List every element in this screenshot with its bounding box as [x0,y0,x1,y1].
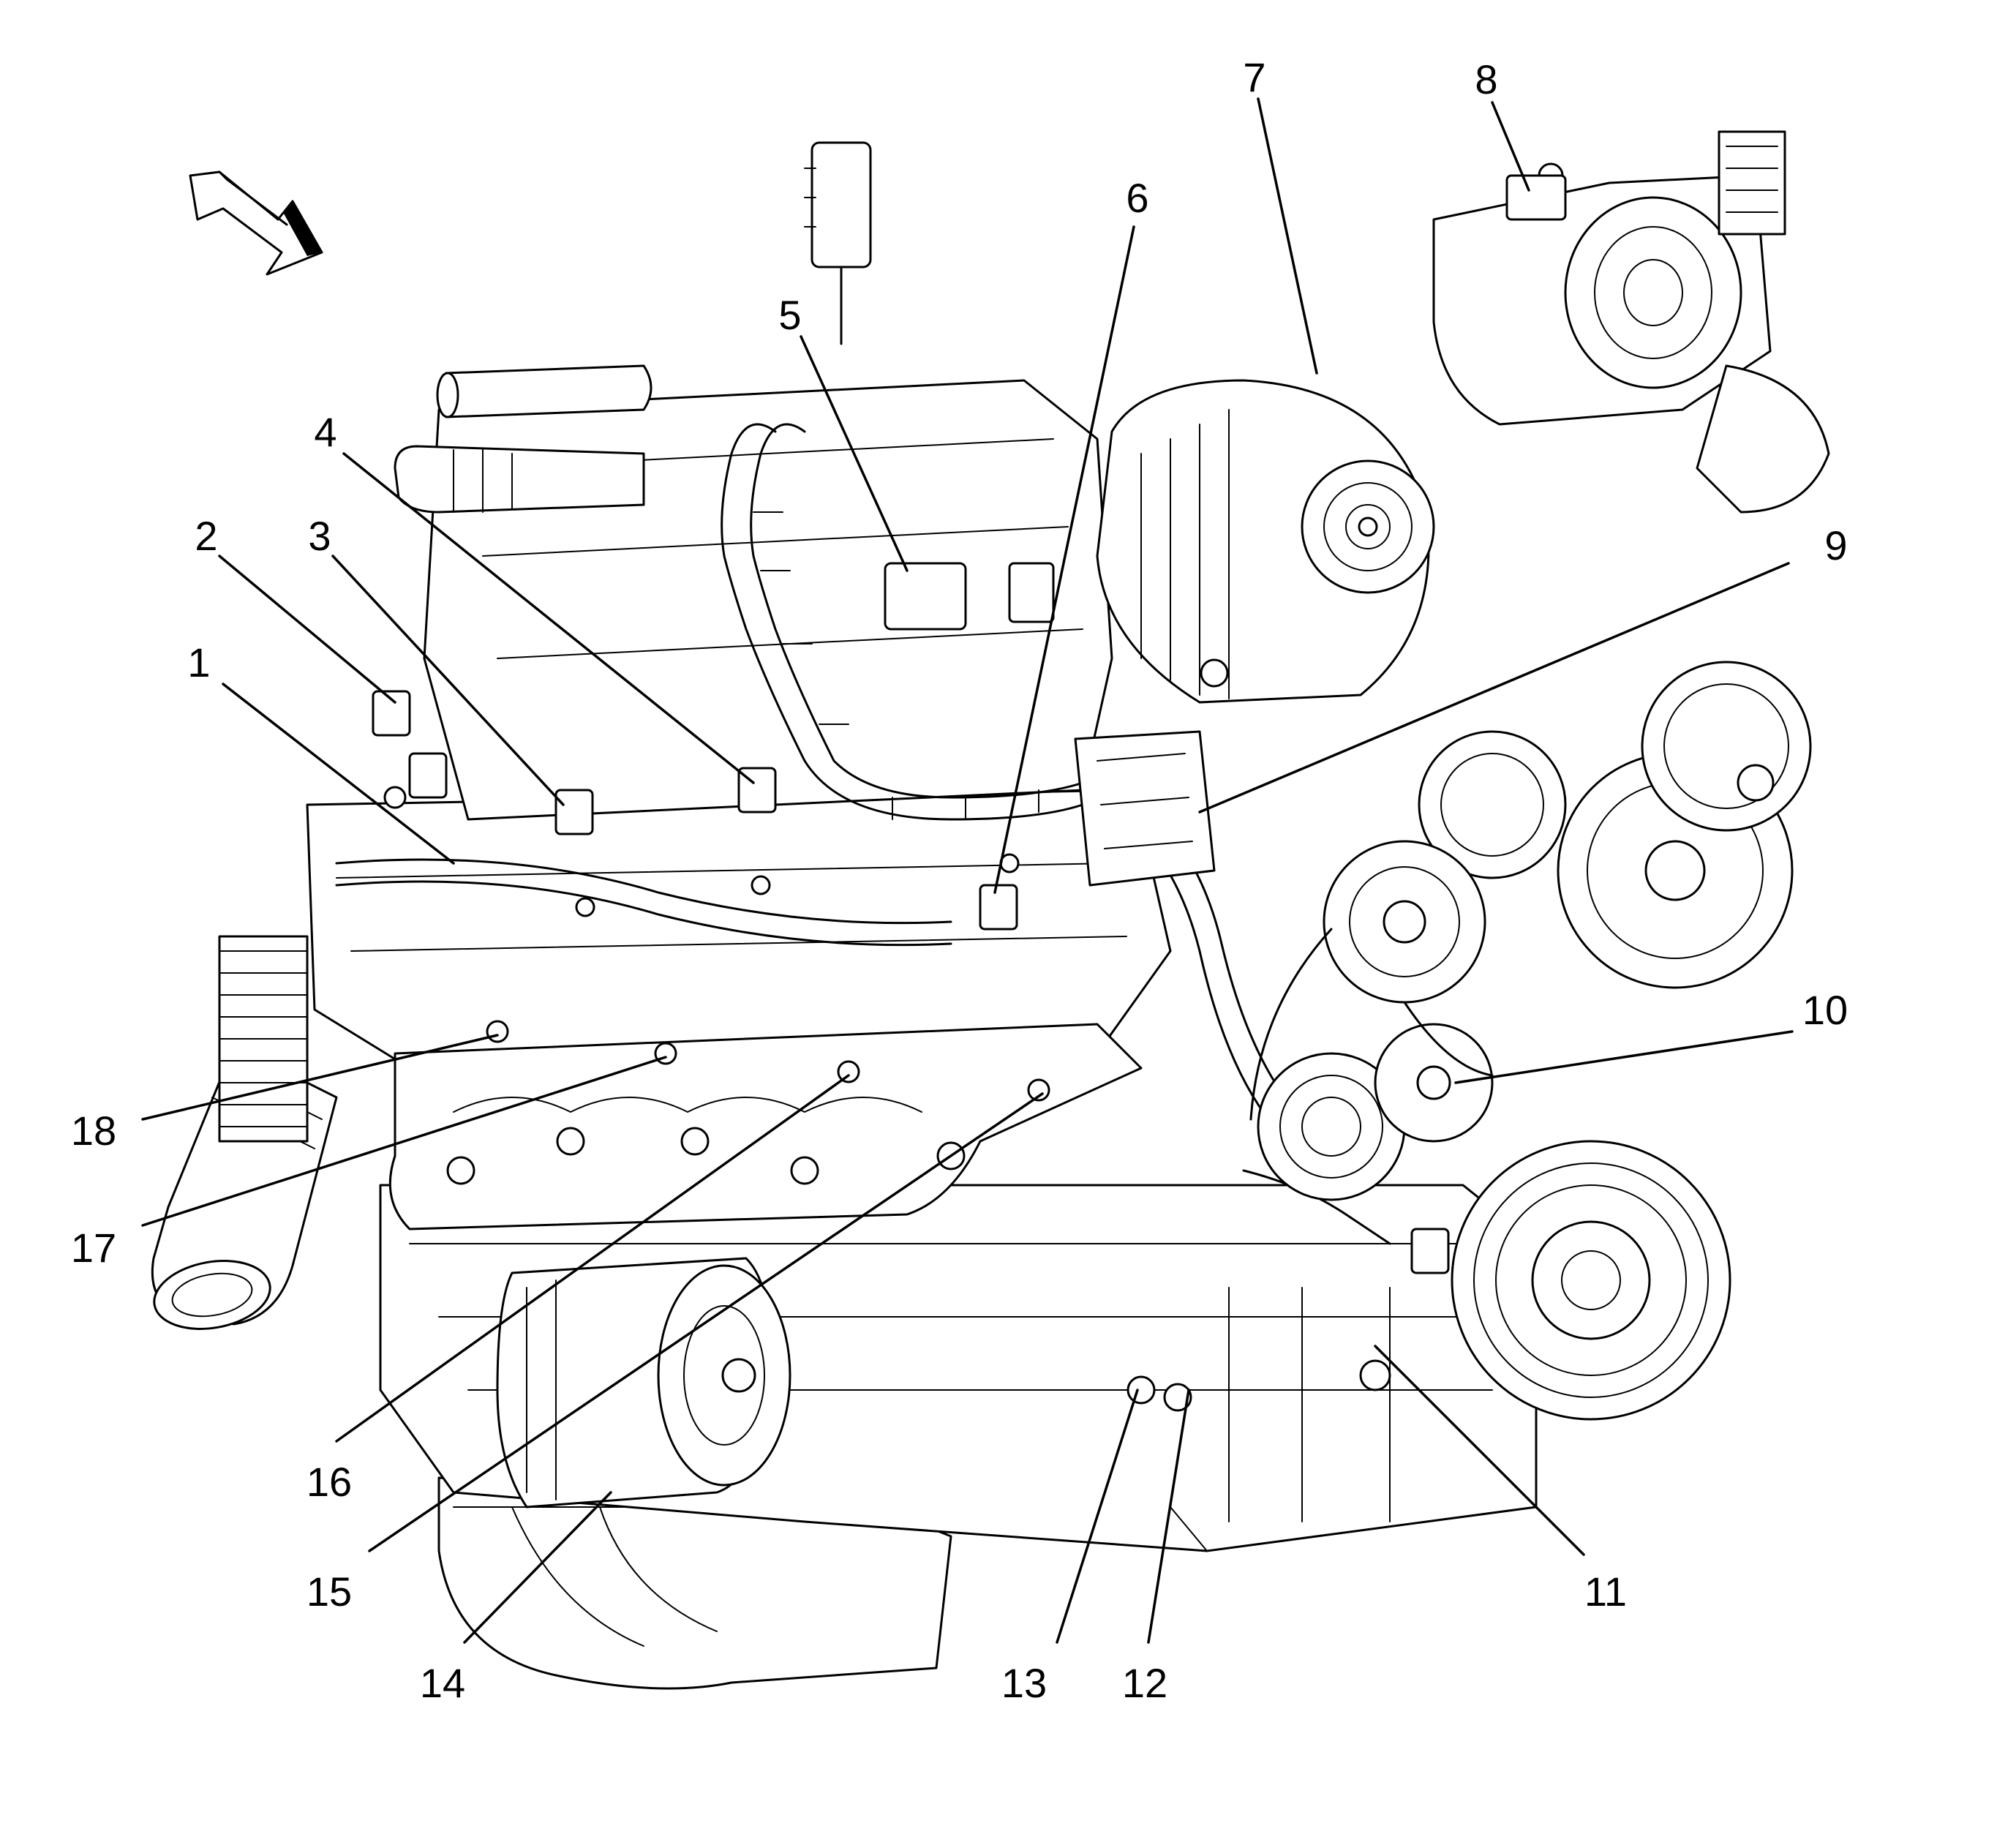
engine-assembly [151,130,1830,1690]
starter-motor [496,1257,791,1508]
leader-7 [1257,97,1318,375]
leader-13 [1056,1389,1139,1644]
callout-4: 4 [314,409,336,455]
callout-8: 8 [1475,56,1497,102]
leader-3 [331,555,565,806]
leader-8 [1491,101,1530,192]
leader-11 [1374,1345,1585,1556]
alternator [1096,379,1435,704]
callout-1: 1 [187,639,210,685]
callout-5: 5 [778,292,801,338]
callout-12: 12 [1122,1660,1167,1706]
left-bellows [218,935,309,1143]
leader-14 [463,1491,612,1644]
leader-17 [141,1056,667,1227]
callout-13: 13 [1001,1660,1047,1706]
callout-11: 11 [1584,1568,1627,1615]
leader-5 [800,335,909,572]
callout-6: 6 [1126,175,1148,221]
view-direction-arrow-icon [189,170,323,276]
turbocharger [1432,130,1830,514]
leader-16 [335,1074,850,1443]
callout-15: 15 [306,1568,352,1615]
callout-14: 14 [420,1660,465,1706]
leader-4 [342,452,755,784]
leader-1 [222,683,455,865]
top-sensor [804,141,872,345]
leader-10 [1454,1030,1794,1084]
leader-9 [1198,562,1790,814]
callout-2: 2 [195,513,217,559]
oil-pan [437,1476,952,1690]
leader-12 [1147,1389,1190,1644]
exhaust-manifold [388,1023,1143,1231]
callout-17: 17 [71,1225,116,1271]
callout-7: 7 [1243,54,1265,100]
callout-10: 10 [1802,987,1848,1033]
callout-16: 16 [306,1459,352,1505]
leader-2 [218,555,396,704]
pulley-system [1249,661,1812,1421]
connector-9 [1074,730,1216,887]
callout-labels: 1 2 3 4 5 6 7 8 9 10 11 12 13 14 15 16 1… [71,54,1848,1706]
leader-18 [141,1034,499,1121]
leader-15 [368,1092,1044,1552]
leader-lines [141,97,1794,1644]
callout-9: 9 [1824,522,1847,568]
callout-3: 3 [308,513,331,559]
leader-6 [993,225,1135,894]
top-coolant-pipe [437,364,652,418]
callout-18: 18 [71,1108,116,1154]
